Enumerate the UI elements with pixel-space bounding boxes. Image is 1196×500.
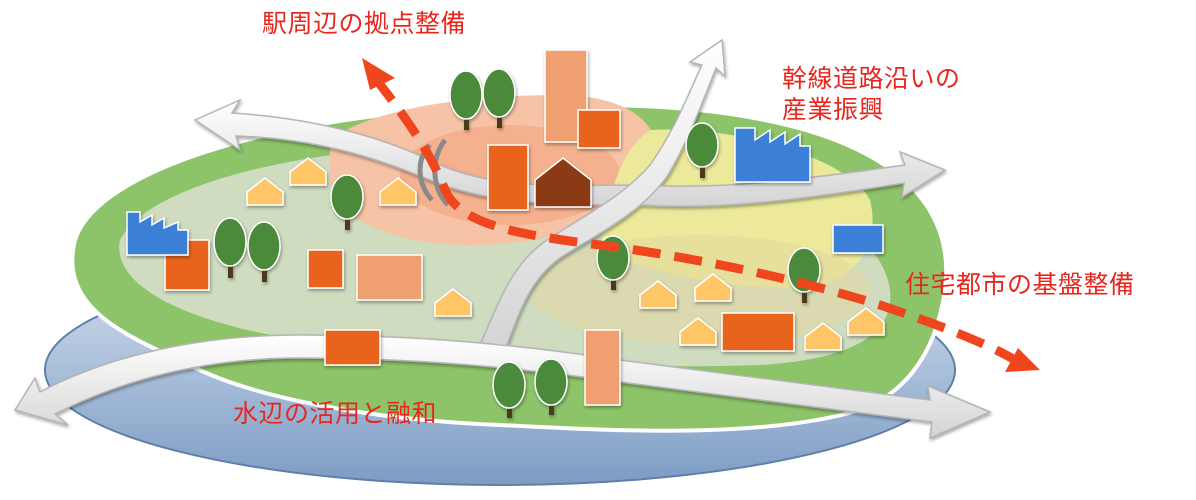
label-waterside: 水辺の活用と融和 <box>233 398 437 429</box>
label-trunk-road-line2: 産業振興 <box>782 95 885 124</box>
factory-icon <box>126 211 189 256</box>
label-waterside-text: 水辺の活用と融和 <box>233 399 438 428</box>
label-residential: 住宅都市の基盤整備 <box>905 269 1135 300</box>
road-trunk-ne <box>478 38 726 351</box>
residential-block <box>721 312 795 352</box>
tree-icon <box>492 361 526 418</box>
riverside-building <box>324 329 381 366</box>
house-icon <box>379 177 417 206</box>
tree-icon <box>213 217 247 278</box>
tree-icon <box>685 122 719 178</box>
road-upper-west <box>193 98 947 208</box>
label-residential-text: 住宅都市の基盤整備 <box>905 270 1135 299</box>
house-icon <box>694 273 732 302</box>
label-trunk-road: 幹線道路沿いの 産業振興 <box>782 63 961 125</box>
dashed-arrow-line <box>371 75 1018 364</box>
west-building-3 <box>356 254 423 301</box>
office-building <box>577 109 621 149</box>
tree-icon <box>449 70 483 130</box>
factory-icon <box>734 127 811 183</box>
tree-icon <box>247 221 281 282</box>
label-trunk-road-line1: 幹線道路沿いの <box>782 64 961 93</box>
tree-icon <box>330 174 364 230</box>
buildings <box>164 49 884 406</box>
riverside-tower <box>584 329 621 406</box>
west-building-2 <box>307 249 344 289</box>
house-icon <box>679 317 717 346</box>
tree-icon <box>534 358 568 415</box>
houses <box>246 157 885 351</box>
station-building-tall <box>487 144 529 211</box>
tree-icon <box>787 247 821 303</box>
blue-warehouse <box>832 224 884 254</box>
house-icon <box>246 177 284 206</box>
arrow-head-southeast <box>1005 348 1040 372</box>
development-arrow <box>362 58 1040 372</box>
house-icon <box>847 307 885 336</box>
house-icon <box>434 288 472 317</box>
trees <box>213 68 821 418</box>
house-icon <box>639 280 677 309</box>
station-icon <box>534 157 592 208</box>
tree-icon <box>482 68 516 128</box>
arrow-head-north <box>362 58 395 90</box>
label-station-hub: 駅周辺の拠点整備 <box>262 8 466 39</box>
road-lower <box>13 334 992 440</box>
road-network <box>13 38 992 440</box>
house-icon <box>289 157 327 186</box>
house-icon <box>804 322 842 351</box>
label-station-hub-text: 駅周辺の拠点整備 <box>262 9 467 38</box>
